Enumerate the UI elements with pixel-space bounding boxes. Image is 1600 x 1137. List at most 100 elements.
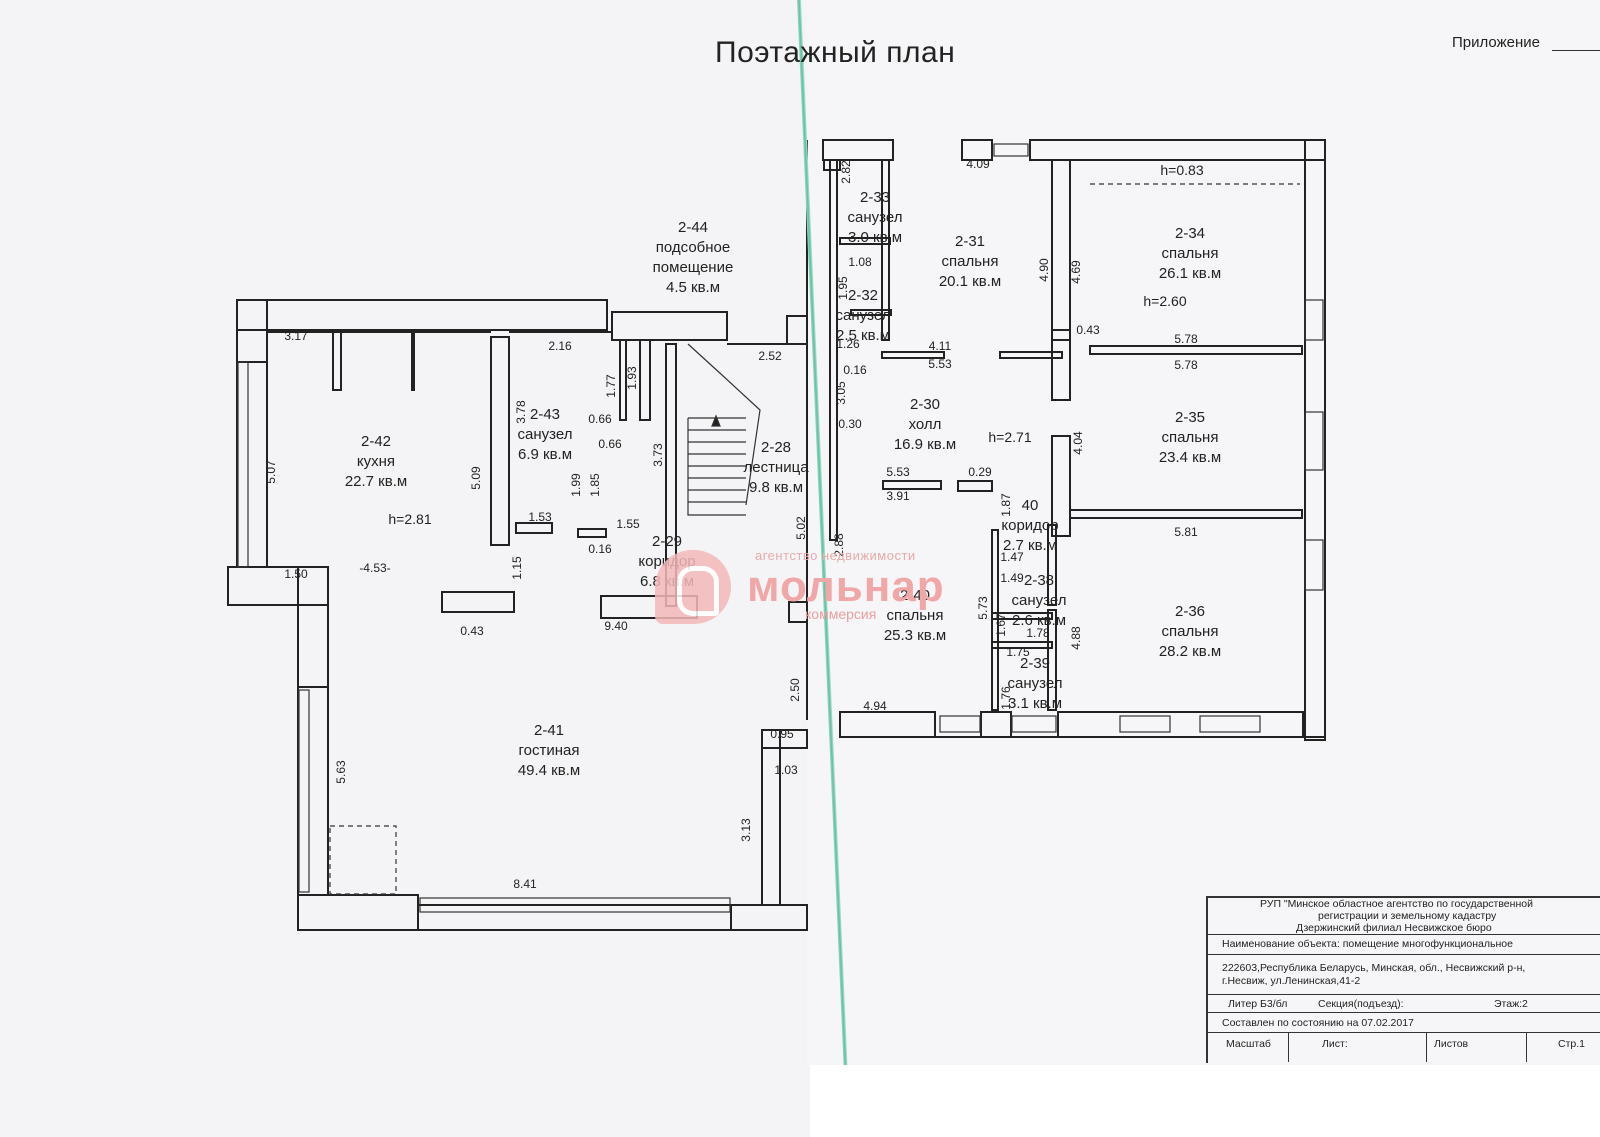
dimension-label: 1.93 bbox=[625, 366, 639, 390]
stamp-scale-row: Масштаб Лист: Листов Стр.1 bbox=[1208, 1032, 1600, 1062]
stamp-divider bbox=[1526, 1032, 1527, 1062]
stamp-liter: Литер Б3/бл bbox=[1228, 998, 1288, 1010]
page-title: Поэтажный план bbox=[715, 36, 956, 69]
wall bbox=[1089, 345, 1303, 355]
window bbox=[1199, 715, 1261, 733]
dimension-label: 5.63 bbox=[334, 760, 348, 784]
dimension-label: 4.04 bbox=[1071, 431, 1085, 455]
stamp-liter-row: Литер Б3/бл Секция(подъезд): Этаж:2 bbox=[1208, 994, 1600, 1013]
appendix-label: Приложение bbox=[1452, 34, 1540, 51]
room-label-text: 2-42 bbox=[361, 433, 391, 450]
dimension-label: 5.09 bbox=[469, 466, 483, 490]
stamp-address-row: 222603,Республика Беларусь, Минская, обл… bbox=[1208, 954, 1600, 995]
room-label-text: 2-28 bbox=[761, 439, 791, 456]
wall bbox=[227, 566, 329, 606]
wall bbox=[1069, 509, 1303, 519]
dimension-label: 4.94 bbox=[863, 699, 887, 713]
room-label-text: 2-34 bbox=[1175, 225, 1205, 242]
room-label-text: спальня bbox=[1162, 245, 1219, 262]
ceiling-height: h=2.81 bbox=[388, 511, 431, 527]
dimension-label: 0.43 bbox=[460, 624, 484, 638]
room-label-text: 4.5 кв.м bbox=[666, 279, 720, 296]
room-label-text: санузел bbox=[1012, 592, 1067, 609]
wall bbox=[850, 309, 892, 316]
room-label-text: санузел bbox=[836, 307, 891, 324]
dimension-label: 8.41 bbox=[513, 877, 537, 891]
dimension-label: 1.03 bbox=[774, 763, 798, 777]
wall bbox=[297, 894, 419, 931]
room-label-text: 2-39 bbox=[1020, 655, 1050, 672]
wall bbox=[1051, 329, 1071, 401]
dimension-label: 1.53 bbox=[528, 510, 552, 524]
stamp-section: Секция(подъезд): bbox=[1318, 998, 1404, 1010]
dimension-label: 1.08 bbox=[848, 255, 872, 269]
dimension-label: 1.95 bbox=[836, 276, 850, 300]
stamp-org-row: РУП "Минское областное агентство по госу… bbox=[1208, 898, 1600, 935]
dimension-label: 4.69 bbox=[1069, 260, 1083, 284]
wall bbox=[961, 139, 993, 161]
wall bbox=[822, 139, 894, 161]
stamp-divider bbox=[1288, 1032, 1289, 1062]
window bbox=[1304, 539, 1324, 591]
wall bbox=[1304, 139, 1326, 741]
wall bbox=[332, 331, 342, 391]
dimension-label: 2.52 bbox=[758, 349, 782, 363]
wall bbox=[611, 311, 728, 341]
dimension-label: 5.02 bbox=[794, 516, 808, 540]
dimension-label: 1.85 bbox=[588, 473, 602, 497]
dimension-label: 3.05 bbox=[834, 381, 848, 405]
wall bbox=[1029, 139, 1326, 161]
room-label-text: 2-29 bbox=[652, 533, 682, 550]
room-label-text: 2.6 кв.м bbox=[1012, 612, 1066, 629]
dimension-label: 0.30 bbox=[838, 417, 862, 431]
room-label-text: помещение bbox=[653, 259, 734, 276]
room-label-text: санузел bbox=[518, 426, 573, 443]
wall bbox=[639, 339, 651, 421]
wall bbox=[600, 595, 698, 619]
room-label-text: 3.0 кв.м bbox=[848, 229, 902, 246]
room-label-text: кухня bbox=[357, 453, 395, 470]
stamp-org-line3: Дзержинский филиал Несвижское бюро bbox=[1296, 922, 1492, 934]
stair-outline bbox=[687, 418, 746, 516]
wall bbox=[788, 601, 808, 623]
room-label-text: спальня bbox=[887, 607, 944, 624]
room-label-text: 2.7 кв.м bbox=[1003, 537, 1057, 554]
room-label-text: коридор bbox=[638, 553, 695, 570]
dimension-label: 5.07 bbox=[264, 460, 278, 484]
window bbox=[1304, 411, 1324, 471]
dimension-label: 4.09 bbox=[966, 157, 990, 171]
wall bbox=[991, 641, 1053, 649]
room-label-text: 2-41 bbox=[534, 722, 564, 739]
dimension-label: 2.82 bbox=[839, 160, 853, 184]
room-label-text: 2-30 bbox=[910, 396, 940, 413]
window bbox=[993, 143, 1029, 157]
window bbox=[1119, 715, 1171, 733]
wall bbox=[991, 612, 1053, 620]
dimension-label: 5.81 bbox=[1174, 525, 1198, 539]
room-label-text: 2-38 bbox=[1024, 572, 1054, 589]
stamp-org-line2: регистрации и земельному кадастру bbox=[1318, 910, 1497, 922]
stamp-org-line1: РУП "Минское областное агентство по госу… bbox=[1260, 898, 1533, 910]
fixture-outline bbox=[329, 825, 397, 895]
wall bbox=[999, 351, 1063, 359]
room-label-text: 6.9 кв.м bbox=[518, 446, 572, 463]
dimension-label: -4.53- bbox=[359, 561, 390, 575]
room-label-text: санузел bbox=[1008, 675, 1063, 692]
room-label-text: 9.8 кв.м bbox=[749, 479, 803, 496]
dimension-label: 4.11 bbox=[929, 339, 952, 353]
wall bbox=[1057, 711, 1304, 738]
stamp-floor: Этаж:2 bbox=[1494, 998, 1528, 1010]
wall bbox=[730, 904, 808, 931]
walls bbox=[227, 139, 1326, 931]
